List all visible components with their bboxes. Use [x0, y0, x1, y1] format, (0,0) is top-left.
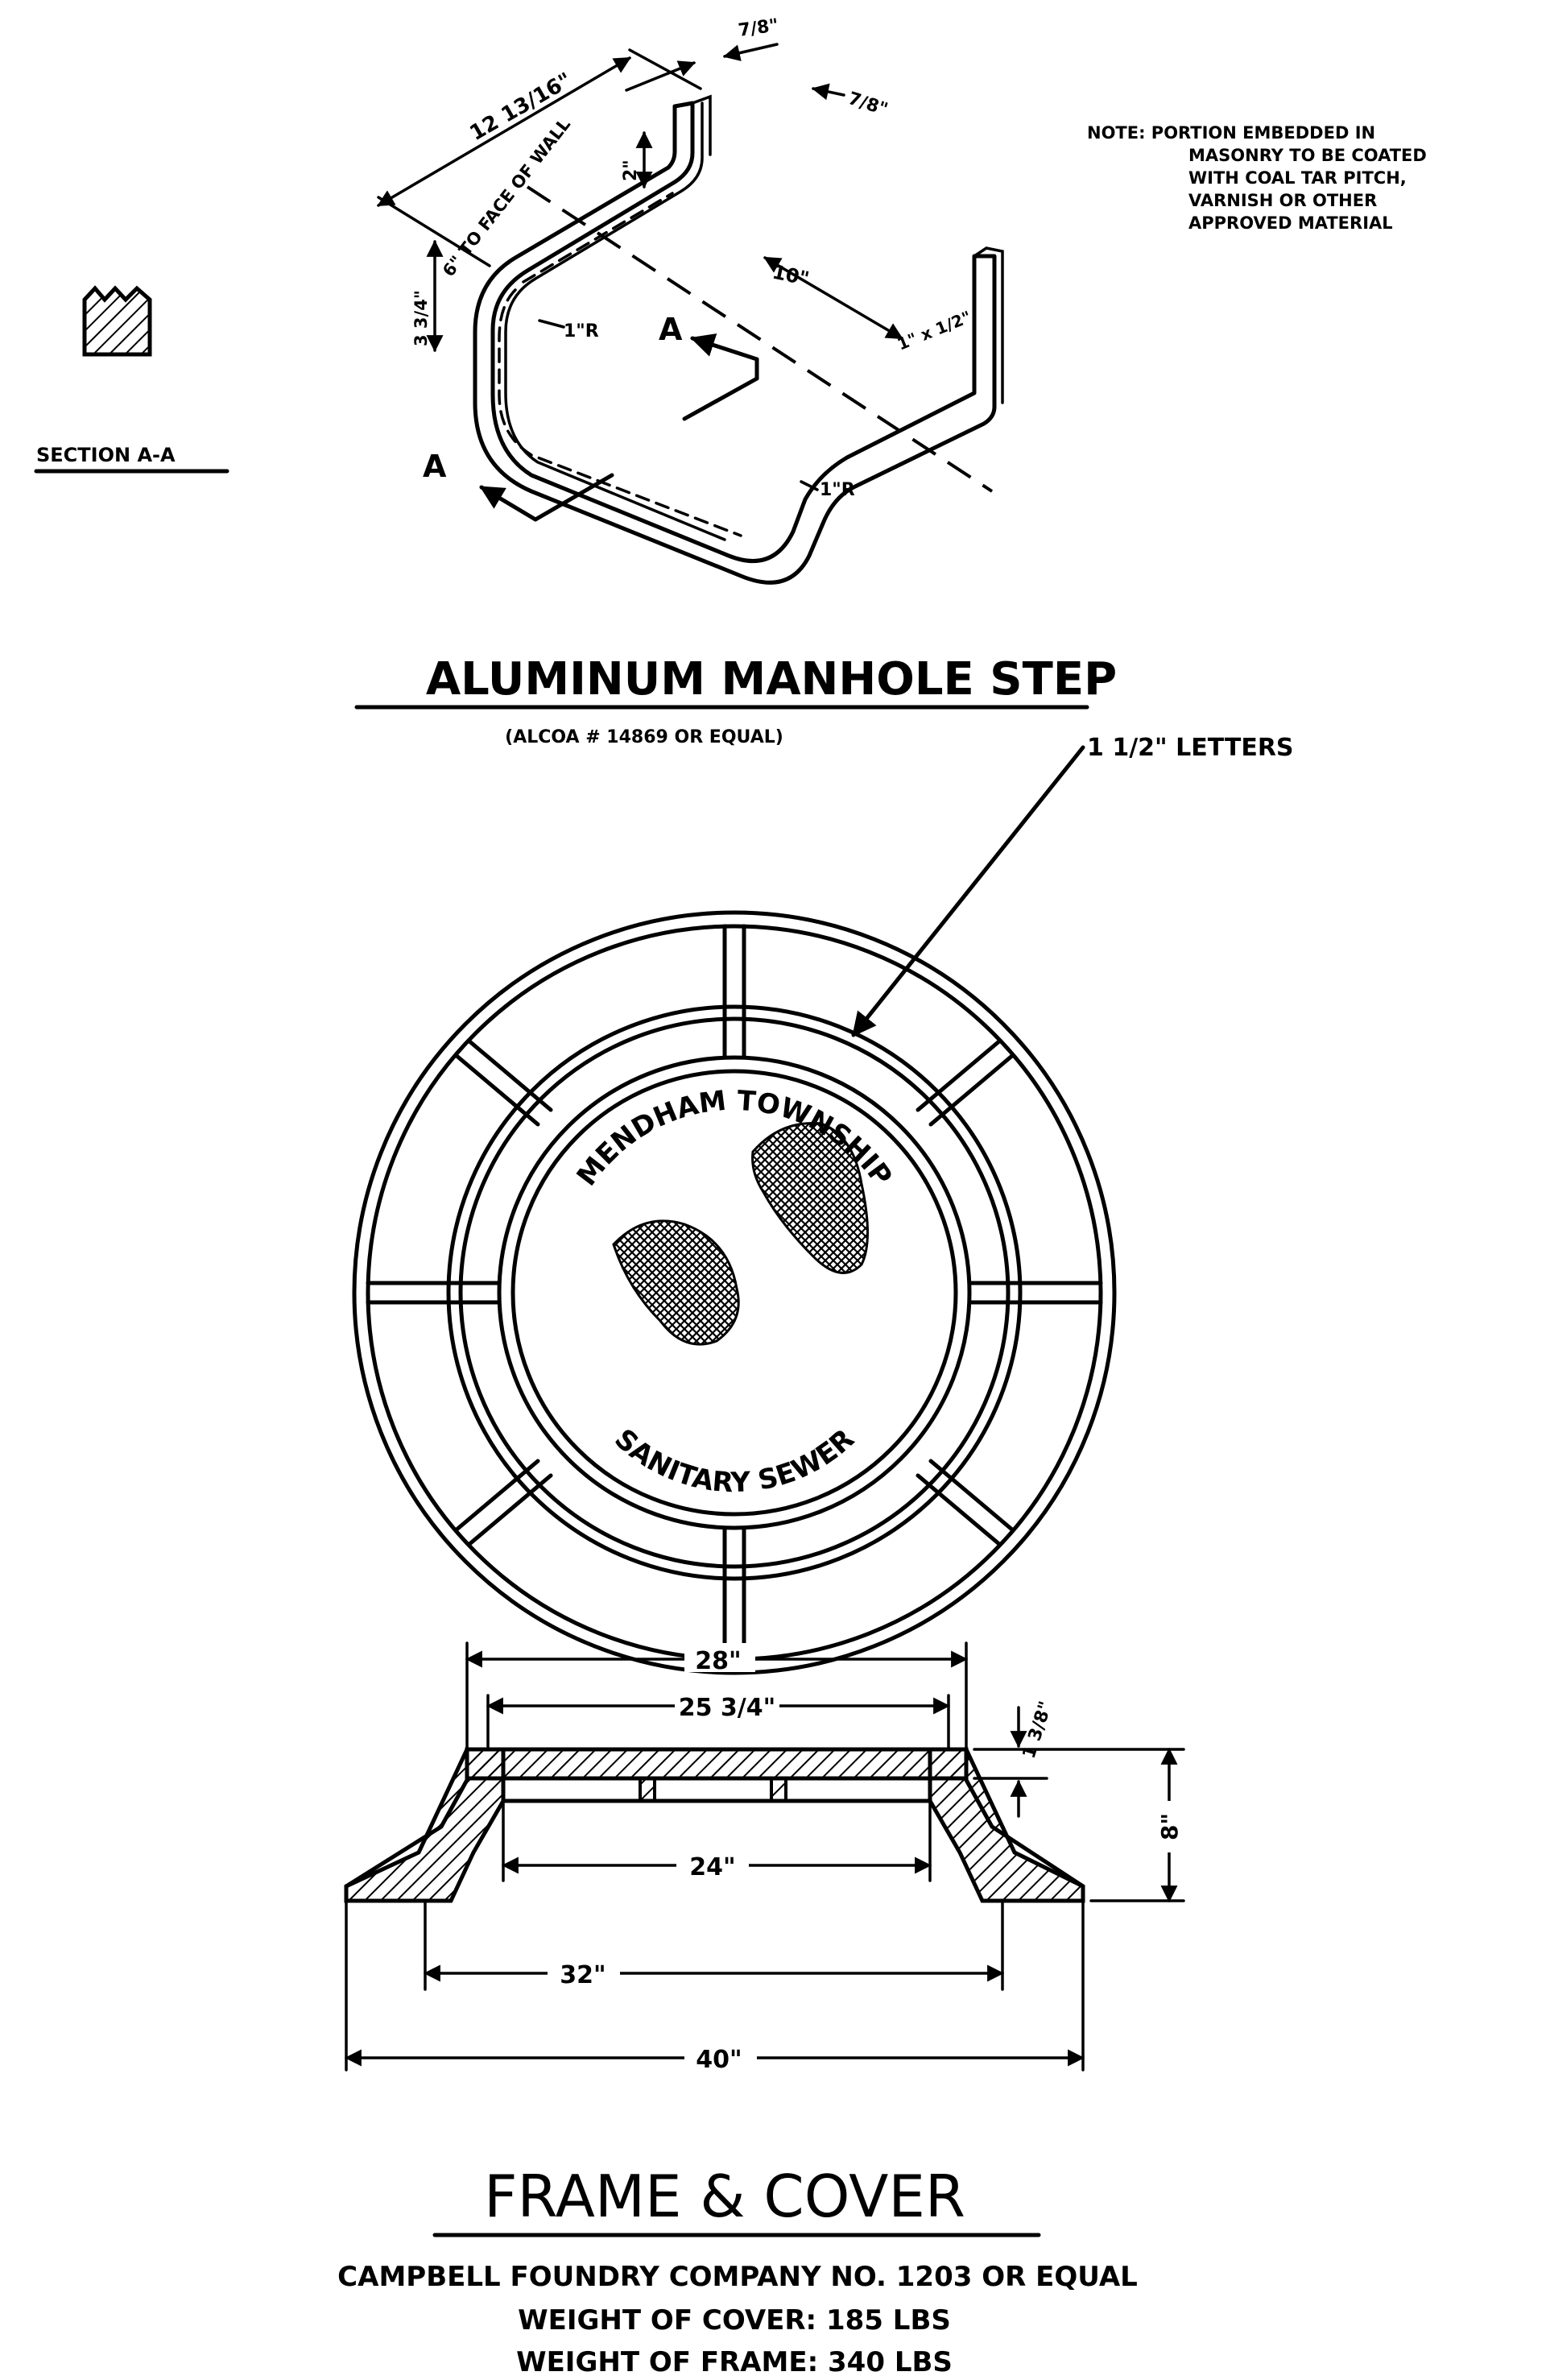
- coating-note: NOTE: PORTION EMBEDDED IN MASONRY TO BE …: [1087, 123, 1427, 233]
- foundry-spec: CAMPBELL FOUNDRY COMPANY NO. 1203 OR EQU…: [337, 2261, 1138, 2293]
- section-mark-center: A: [659, 312, 683, 347]
- cover-grip-pad-right: [751, 1121, 869, 1274]
- frame-cover-title-block: FRAME & COVER CAMPBELL FOUNDRY COMPANY N…: [337, 2163, 1138, 2378]
- section-a-a-label: SECTION A-A: [36, 444, 176, 466]
- cover-grip-pad-left: [612, 1219, 740, 1346]
- step-title: ALUMINUM MANHOLE STEP: [426, 653, 1117, 706]
- frame-right-section: [928, 1747, 1085, 1903]
- frame-weight: WEIGHT OF FRAME: 340 LBS: [516, 2346, 953, 2378]
- manhole-cover-plan: MENDHAM TOWNSHIP SANITARY SEWER 1 1/2" L…: [352, 734, 1294, 1675]
- cover-text-bottom: SANITARY SEWER: [608, 1423, 860, 1500]
- dim-embed-depth: 3 3/4": [411, 290, 431, 346]
- dim-40: 40": [696, 2046, 742, 2074]
- letters-callout: 1 1/2" LETTERS: [1087, 734, 1294, 762]
- manhole-step-drawing: 12 13/16" 7/8" 7/8" 2" 6" TO FACE OF WAL…: [377, 15, 1004, 585]
- dim-top-width: 7/8": [737, 15, 779, 41]
- dim-28: 28": [695, 1647, 741, 1675]
- step-subtitle: (ALCOA # 14869 OR EQUAL): [505, 727, 783, 747]
- frame-outer-ring: [352, 910, 1117, 1675]
- frame-cover-section: 28" 25 3/4" 24" 32" 40" 8" 1 3/8": [344, 1641, 1185, 2074]
- dim-24: 24": [689, 1853, 735, 1881]
- dim-1-3-8: 1 3/8": [1019, 1699, 1056, 1761]
- cover-weight: WEIGHT OF COVER: 185 LBS: [518, 2304, 951, 2337]
- frame-radial-ribs: [366, 924, 1103, 1662]
- dim-inner-radius: 1"R: [564, 321, 599, 341]
- dim-rise: 2": [621, 159, 641, 181]
- note-line-3: WITH COAL TAR PITCH,: [1188, 168, 1407, 188]
- dim-bar-thickness: 7/8": [845, 89, 890, 120]
- dim-tread-size: 1" x 1/2": [895, 307, 974, 354]
- dim-outer-radius: 1"R: [820, 480, 855, 500]
- section-a-a-hatched-profile: [82, 285, 152, 357]
- cover-inner-ring: [497, 1055, 972, 1530]
- dim-8: 8": [1156, 1813, 1183, 1840]
- cover-plate-section: [465, 1747, 969, 1781]
- section-a-a-detail: SECTION A-A: [34, 285, 229, 474]
- dim-tread-length: 10": [771, 260, 812, 290]
- frame-cover-title: FRAME & COVER: [484, 2163, 965, 2230]
- step-centerline: [526, 185, 994, 493]
- section-mark-left: A: [423, 449, 447, 484]
- step-bar-body: [473, 101, 997, 585]
- dim-25-3-4: 25 3/4": [679, 1694, 776, 1722]
- note-line-5: APPROVED MATERIAL: [1188, 213, 1393, 233]
- note-line-4: VARNISH OR OTHER: [1188, 191, 1377, 210]
- dim-32: 32": [560, 1961, 606, 1989]
- note-line-2: MASONRY TO BE COATED: [1188, 146, 1427, 165]
- frame-left-section: [344, 1747, 506, 1903]
- note-line-1: NOTE: PORTION EMBEDDED IN: [1087, 123, 1375, 143]
